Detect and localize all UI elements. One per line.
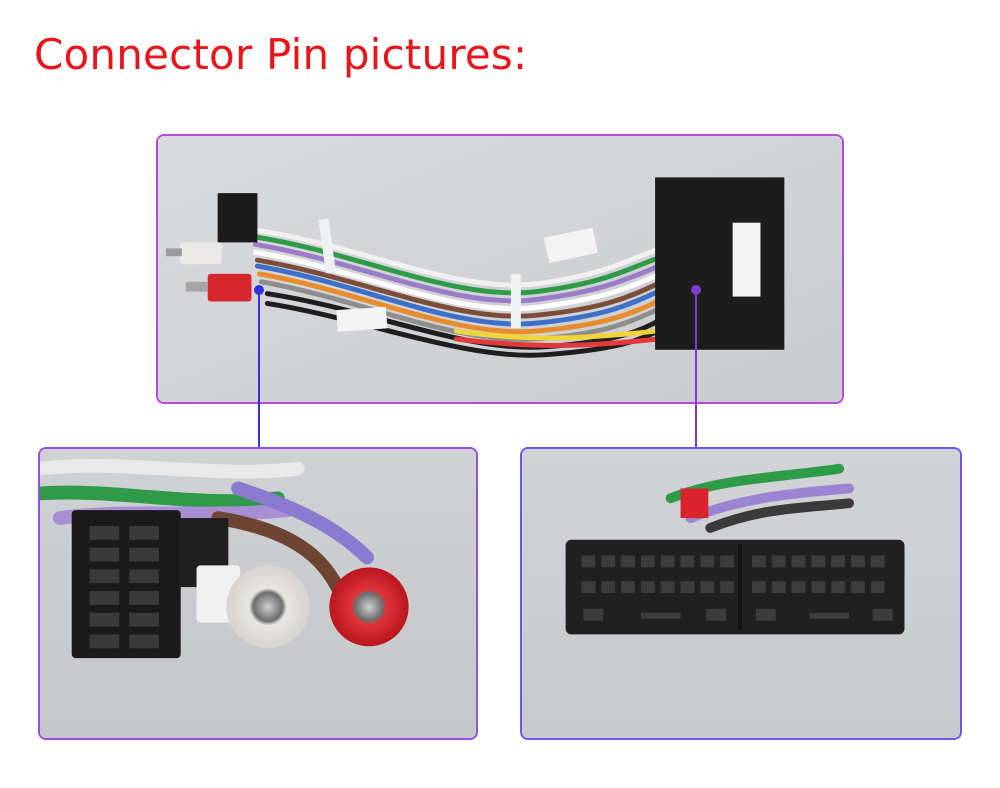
page-title: Connector Pin pictures: [34,30,528,79]
vehicle-connector-closeup-photo [520,447,962,740]
iso-connector-closeup-photo [38,447,478,740]
harness-overview-photo [156,134,844,404]
